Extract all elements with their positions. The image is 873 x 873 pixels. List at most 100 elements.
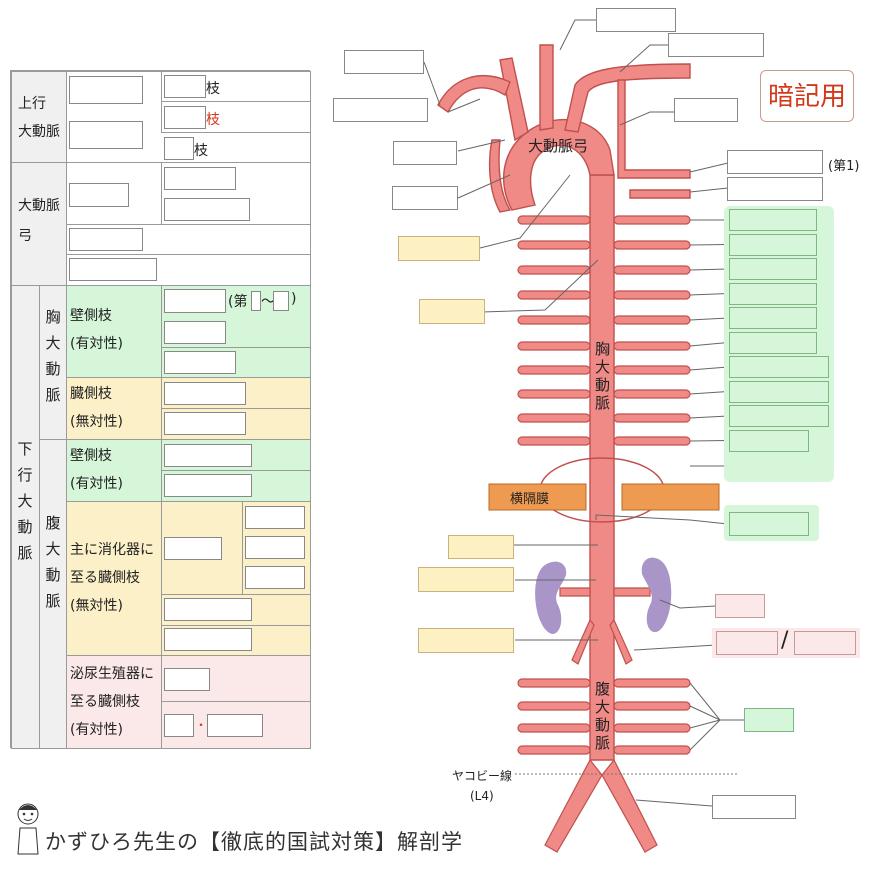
ascending-aorta-label: 上行 大動脈 [18, 96, 60, 140]
posterior-intercostal-artery-left [517, 341, 591, 351]
abdominal-urogenital-label: 泌尿生殖器に 至る臓側枝 (有対性) [70, 666, 154, 738]
descending-aorta-label: 下 行 大 動 脈 [17, 440, 33, 562]
answer-box-top-3[interactable] [344, 50, 424, 74]
abdominal-parietal-box-1[interactable] [164, 444, 252, 467]
posterior-intercostal-artery-right [613, 365, 691, 375]
lumbar-artery-right [613, 701, 691, 711]
abdominal-aorta-header: 腹 大 動 脈 [39, 439, 67, 749]
left-common-iliac-artery [601, 758, 658, 853]
abdominal-digestive-box-5[interactable] [164, 598, 252, 621]
answer-box-yellow-2[interactable] [419, 299, 485, 324]
answer-box-intercostal[interactable] [729, 380, 829, 403]
answer-box-subcostal[interactable] [729, 512, 809, 536]
answer-box-pink-3[interactable] [794, 631, 856, 655]
thoracic-parietal-box-2[interactable] [164, 321, 226, 344]
answer-box-yellow-3[interactable] [448, 535, 514, 559]
answer-box-top-1[interactable] [596, 8, 676, 32]
aortic-arch [502, 118, 615, 211]
aortic-arch-label: 大動脈 弓 [18, 198, 60, 244]
answer-box-intercostal[interactable] [729, 209, 817, 231]
branch-suffix-3: 枝 [194, 143, 208, 159]
rib-range-end-box[interactable] [273, 291, 289, 311]
ascending-answer-box[interactable] [69, 76, 143, 104]
brachiocephalic-trunk [499, 57, 529, 142]
answer-box-intercostal[interactable] [729, 258, 817, 280]
answer-box-top-2[interactable] [668, 33, 764, 57]
branch-suffix-1: 枝 [206, 81, 220, 97]
answer-box-yellow-1[interactable] [398, 236, 480, 261]
posterior-intercostal-artery-left [517, 389, 591, 399]
arch-answer-box-1[interactable] [69, 183, 129, 207]
posterior-intercostal-artery-right [613, 413, 691, 423]
abdominal-digestive-box-1[interactable] [164, 537, 222, 560]
answer-box-intercostal[interactable] [729, 307, 817, 329]
lumbar-artery-left [517, 701, 591, 711]
answer-box-top-4[interactable] [333, 98, 428, 122]
answer-box-top-9[interactable] [727, 177, 823, 201]
left-common-carotid-artery [539, 44, 554, 131]
answer-box-top-5[interactable] [674, 98, 738, 122]
branch-box-3[interactable] [164, 137, 194, 160]
answer-box-green-lumbar[interactable] [744, 708, 794, 732]
arch-answer-box-5[interactable] [69, 258, 157, 281]
diaphragm-right [621, 483, 720, 511]
abdominal-digestive-box-6[interactable] [164, 628, 252, 651]
posterior-intercostal-artery-right [613, 315, 691, 325]
branch-box-1[interactable] [164, 75, 206, 98]
first-rib-label: (第1) [828, 159, 860, 174]
answer-box-intercostal[interactable] [729, 429, 809, 452]
arch-answer-box-4[interactable] [69, 228, 143, 251]
posterior-intercostal-artery-left [517, 290, 591, 300]
arch-answer-box-2[interactable] [164, 167, 236, 190]
answer-box-top-8[interactable] [392, 186, 458, 210]
thoracic-visceral-cell: 臓側枝 (無対性) [66, 377, 162, 440]
abdominal-parietal-box-2[interactable] [164, 474, 252, 497]
internal-thoracic-artery [617, 79, 691, 179]
thoracic-parietal-box-3[interactable] [164, 351, 236, 374]
thoracic-parietal-box-1[interactable] [164, 289, 226, 313]
answer-box-intercostal[interactable] [729, 331, 817, 354]
arch-answer-box-3[interactable] [164, 198, 250, 221]
left-subclavian-artery [564, 63, 691, 133]
lumbar-artery-right [613, 678, 691, 688]
answer-box-top-7[interactable] [727, 150, 823, 174]
lumbar-artery-left [517, 745, 591, 755]
lumbar-artery-right [613, 745, 691, 755]
lumbar-artery-left [517, 723, 591, 733]
answer-box-pink-1[interactable] [715, 594, 765, 618]
answer-box-top-6[interactable] [393, 141, 457, 165]
abdominal-parietal-label: 壁側枝 (有対性) [70, 448, 123, 492]
answer-box-yellow-5[interactable] [418, 628, 514, 653]
slash-separator: / [781, 628, 789, 653]
abdominal-digestive-box-2[interactable] [245, 506, 305, 529]
abdominal-digestive-box-4[interactable] [245, 566, 305, 589]
answer-box-intercostal[interactable] [729, 405, 829, 427]
rib-range-tilde: ～ [261, 294, 275, 310]
answer-box-intercostal[interactable] [729, 356, 829, 378]
answer-box-intercostal[interactable] [729, 282, 817, 305]
posterior-intercostal-artery-left [517, 265, 591, 275]
thoracic-visceral-box-1[interactable] [164, 382, 246, 405]
posterior-intercostal-artery-right [613, 215, 691, 225]
branch-box-2[interactable] [164, 106, 206, 129]
answer-box-pink-2[interactable] [716, 631, 778, 655]
abdominal-urogenital-box-2[interactable] [164, 714, 194, 737]
answer-box-yellow-4[interactable] [418, 567, 514, 592]
abdominal-digestive-box-3[interactable] [245, 536, 305, 559]
posterior-intercostal-artery-left [517, 436, 591, 446]
posterior-intercostal-artery-left [517, 215, 591, 225]
thoracic-visceral-label: 臓側枝 (無対性) [70, 386, 123, 430]
abdominal-urogenital-box-1[interactable] [164, 668, 210, 691]
thoracic-visceral-box-2[interactable] [164, 412, 246, 435]
abdominal-aorta-label: 腹 大 動 脈 [45, 514, 61, 610]
thoracic-aorta-label: 胸 大 動 脈 [45, 308, 61, 404]
thoracic-parietal-cell: 壁側枝 (有対性) [66, 285, 162, 378]
jacoby-level-label: (L4) [470, 789, 494, 803]
rib-range-start-box[interactable] [251, 291, 261, 311]
answer-box-intercostal[interactable] [729, 233, 817, 256]
abdominal-urogenital-box-3[interactable] [207, 714, 263, 737]
posterior-intercostal-artery-left [517, 413, 591, 423]
ascending-answer-box-2[interactable] [69, 121, 143, 149]
answer-box-iliac[interactable] [712, 795, 796, 819]
abdominal-aorta-label: 腹大動脈 [595, 680, 611, 752]
